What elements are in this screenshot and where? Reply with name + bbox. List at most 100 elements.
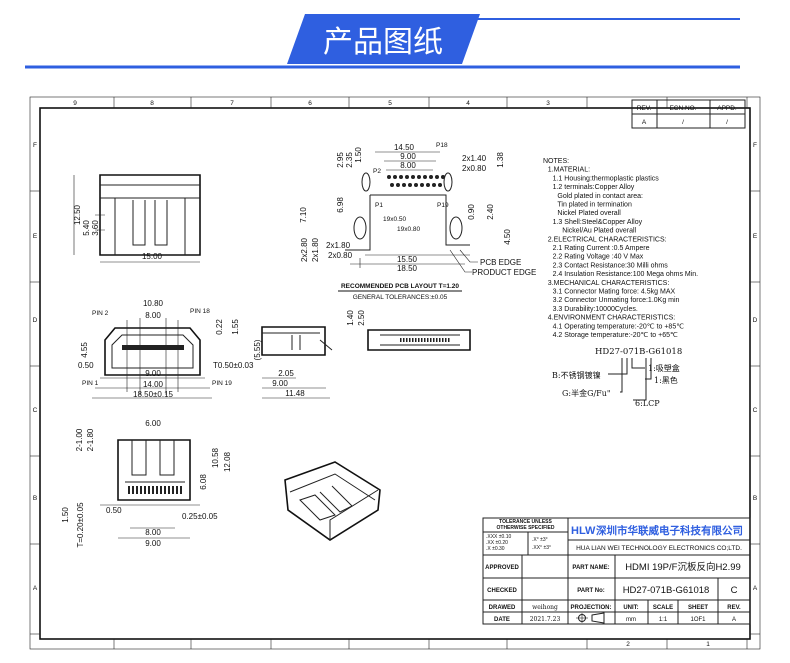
pad-icon	[399, 175, 403, 179]
pin-label: P2	[373, 168, 381, 175]
product-edge-label: PRODUCT EDGE	[472, 268, 536, 277]
pad-icon	[426, 183, 430, 187]
note-line: Nickel Plated overall	[557, 210, 621, 217]
dim-label: 2.05	[278, 369, 294, 378]
scale-label: SCALE	[653, 605, 673, 611]
pin-label: P18	[436, 142, 448, 149]
dim-label: 0.50	[106, 506, 122, 515]
pin-label: P1	[375, 202, 383, 209]
grid-column-label: 5	[388, 100, 392, 107]
pad-icon	[387, 175, 391, 179]
legend-item: 1:吸塑盒	[648, 363, 680, 373]
note-line: 2.1 Rating Current :0.5 Ampere	[553, 245, 650, 252]
date-value: 2021.7.23	[530, 616, 561, 623]
dim-label: T=0.20±0.05	[76, 502, 85, 548]
dim-label: 0.22	[215, 319, 224, 335]
ecn-value: /	[682, 119, 684, 126]
dim-label: 2x1.80	[311, 237, 320, 262]
note-line: 3.1 Connector Mating force: 4.5kg MAX	[553, 289, 676, 296]
note-line: 2.3 Contact Resistance:30 Milli ohms	[553, 262, 669, 269]
outer-frame	[29, 96, 761, 650]
inner-frame	[39, 107, 751, 640]
note-line: 3.2 Connector Unmating force:1.0Kg min	[553, 297, 680, 304]
grid-row-label: B	[753, 495, 757, 502]
dim-label: 2x2.80	[300, 237, 309, 262]
note-line: 1.2 terminals:Copper Alloy	[553, 184, 635, 191]
isometric-view	[284, 461, 381, 541]
note-line: NOTES:	[543, 158, 569, 165]
note-line: 1.3 Shell:Steel&Copper Alloy	[553, 219, 643, 226]
grid-row-label: E	[753, 233, 758, 240]
pcb-layout-caption: RECOMMENDED PCB LAYOUT T=1.20	[341, 283, 459, 290]
dim-label: 12.08	[223, 451, 232, 472]
grid-row-label: F	[33, 142, 37, 149]
dim-label: 0.25±0.05	[182, 512, 218, 521]
note-line: 4.ENVIRONMENT CHARACTERISTICS:	[548, 315, 675, 322]
drawed-value: weihong	[532, 604, 558, 611]
dim-label: (5.55)	[253, 339, 262, 360]
scale-value: 1:1	[659, 617, 668, 623]
projection-label: PROJECTION:	[570, 605, 611, 611]
pad-icon	[393, 175, 397, 179]
dim-label: 4.50	[503, 229, 512, 245]
part-code-legend: HD27-071B-G61018 1:吸塑盒 B:不锈钢镀镍 1:黑色 G:半金…	[552, 347, 682, 408]
grid-row-label: D	[33, 317, 38, 324]
dim-label: 2x1.40	[462, 154, 487, 163]
dim-label: 5.40	[82, 220, 91, 236]
grid-column-label: 7	[230, 100, 234, 107]
dim-label: 2.40	[486, 204, 495, 220]
pad-icon	[402, 183, 406, 187]
appd-value: /	[726, 119, 728, 126]
pad-icon	[417, 175, 421, 179]
pad-icon	[390, 183, 394, 187]
legend-item: 1:黑色	[654, 375, 678, 385]
part-no: HD27-071B-G61018	[623, 585, 710, 596]
front-view: 10.80 8.00 0.22 1.55 4.55 0.50 T0.50±0.0…	[78, 299, 254, 399]
part-name-label: PART NAME:	[572, 565, 609, 571]
projection-symbol-icon	[576, 612, 605, 624]
legend-item: 6:LCP	[635, 399, 660, 408]
pcb-layout-view: 15.50 18.50 14.50 9.00 8.00 2x1.40 2x0.8…	[299, 142, 536, 301]
dim-label: 1.50	[354, 147, 363, 163]
note-line: 1.1 Housing:thermoplastic plastics	[553, 175, 660, 182]
dim-label: 1.50	[61, 507, 70, 523]
ecn-header: ECN.NO.	[669, 105, 696, 112]
dim-label: 2x0.80	[462, 164, 487, 173]
dim-label: 7.10	[299, 207, 308, 223]
dim-label: 1.40	[346, 310, 355, 326]
checked-label: CHECKED	[487, 588, 517, 594]
title-block: .XXX ±0.10 .XX ±0.20 .X ±0.30 .X° ±3° .X…	[482, 517, 751, 625]
dim-label: 2-1.00	[75, 428, 84, 451]
dim-label: 2x1.80	[326, 241, 351, 250]
dim-label: 1.38	[496, 152, 505, 168]
dim-label: 3.60	[91, 220, 100, 236]
revision-block: REV. ECN.NO. APPD. A / /	[631, 99, 746, 129]
pin-label: PIN 19	[212, 380, 232, 387]
company-name-cn: 深圳市华联威电子科技有限公司	[596, 524, 743, 537]
grid-column-label: 1	[706, 641, 710, 648]
company-name-en: HUA LIAN WEI TECHNOLOGY ELECTRONICS CO;L…	[576, 545, 742, 552]
dim-label: 6.00	[145, 419, 161, 428]
note-line: Tin plated in termination	[557, 202, 632, 209]
pin-label: P19	[437, 202, 449, 209]
grid-row-label: C	[33, 407, 38, 414]
note-line: 2.2 Rating Voltage :40 V Max	[553, 254, 644, 261]
pad-icon	[408, 183, 412, 187]
legend-item: B:不锈钢镀镍	[552, 370, 601, 380]
tolerance-row: .X ±0.30	[486, 546, 505, 552]
note-line: Gold plated in contact area:	[557, 193, 643, 200]
part-revision: C	[731, 585, 738, 596]
legend-item: G:半金G/Fu"	[562, 388, 611, 398]
dim-label: 14.50	[394, 143, 415, 152]
appd-header: APPD.	[717, 105, 737, 112]
note-line: 1.MATERIAL:	[548, 167, 590, 174]
note-line: 4.1 Operating temperature:-20℃ to +85℃	[553, 323, 685, 330]
note-line: 3.3 Durability:10000Cycles.	[553, 306, 638, 313]
dim-label: 4.55	[80, 342, 89, 358]
dim-label: 2.50	[357, 310, 366, 326]
note-line: 4.2 Storage temperature:-20℃ to +65℃	[553, 332, 678, 339]
pin-label: PIN 18	[190, 308, 210, 315]
grid-column-label: 3	[546, 100, 550, 107]
